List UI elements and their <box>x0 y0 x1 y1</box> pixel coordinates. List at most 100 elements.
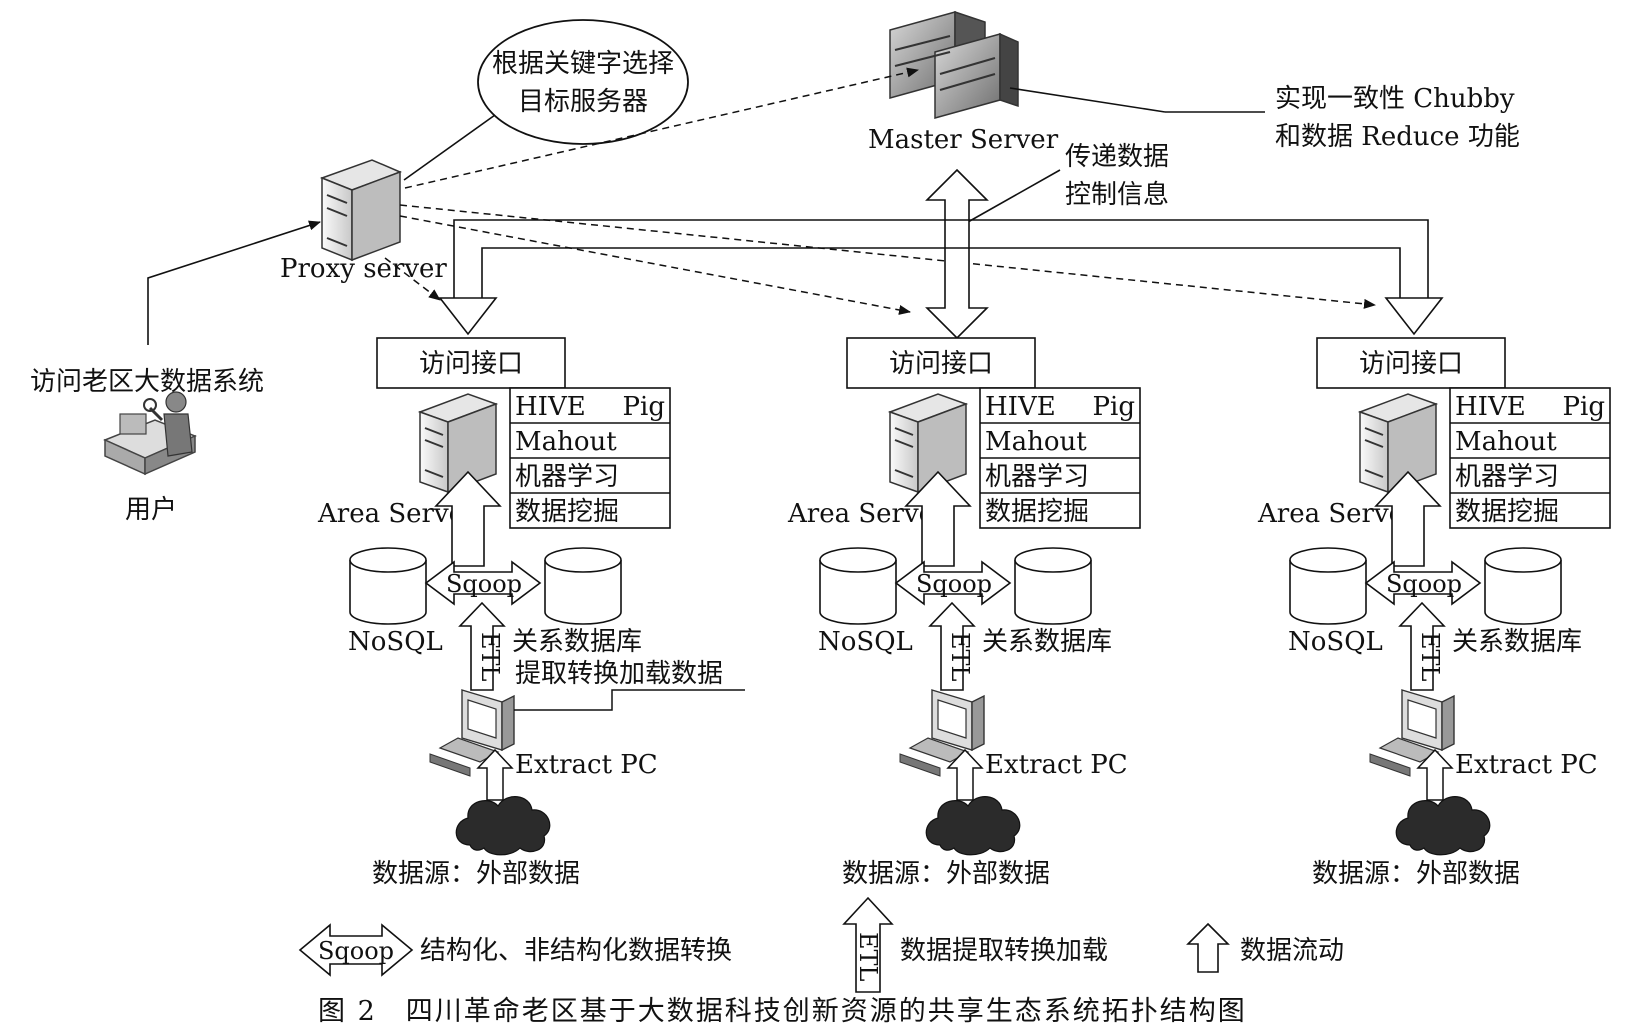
etl-arrow <box>1398 601 1446 691</box>
proxy-to-area3-link <box>399 204 1376 309</box>
master-note-line1: 实现一致性 Chubby <box>1275 84 1515 114</box>
proxy-server-icon <box>319 159 403 262</box>
user-label: 用户 <box>125 495 177 525</box>
proxy-to-area2-link <box>399 215 911 315</box>
area-server-icon <box>887 393 969 494</box>
area-column-1: 访问接口 HIVE Pig Mahout 机器学习 数据挖掘 Area Serv… <box>317 337 745 889</box>
flow-up-arrow <box>434 470 502 567</box>
area-server-icon <box>417 393 499 494</box>
extract-pc-label: Extract PC <box>985 750 1128 780</box>
extract-pc-icon <box>899 689 985 777</box>
tool-mahout: Mahout <box>985 427 1087 457</box>
etl-arrow <box>458 601 506 691</box>
tool-data-mining: 数据挖掘 <box>1455 497 1559 527</box>
nosql-db-icon <box>1289 547 1367 625</box>
figure-caption: 图 2 四川革命老区基于大数据科技创新资源的共享生态系统拓扑结构图 <box>318 996 1247 1027</box>
proxy-note-bubble <box>477 19 689 145</box>
relational-db-icon <box>544 547 622 625</box>
etl-label: ETL <box>1416 632 1444 682</box>
tool-data-mining: 数据挖掘 <box>985 497 1089 527</box>
nosql-db-icon <box>819 547 897 625</box>
tool-data-mining: 数据挖掘 <box>515 497 619 527</box>
etl-arrow <box>928 601 976 691</box>
master-note-line2: 和数据 Reduce 功能 <box>1275 122 1520 152</box>
access-interface-label: 访问接口 <box>419 349 523 379</box>
data-control-bus <box>438 168 1444 340</box>
relational-db-icon <box>1014 547 1092 625</box>
control-callout-line <box>967 169 1061 223</box>
tool-mahout: Mahout <box>515 427 617 457</box>
access-interface-label: 访问接口 <box>1359 349 1463 379</box>
etl-note-connector <box>514 689 745 711</box>
tool-hive: HIVE <box>1455 392 1526 422</box>
source-flow-arrow <box>1416 748 1454 801</box>
tool-machine-learning: 机器学习 <box>515 462 619 492</box>
nosql-label: NoSQL <box>1288 627 1383 657</box>
sqoop-transform-arrow <box>894 560 1012 606</box>
data-source-cloud-icon <box>925 796 1021 856</box>
legend-sqoop-desc: 结构化、非结构化数据转换 <box>420 936 732 966</box>
extract-pc-label: Extract PC <box>1455 750 1598 780</box>
data-source-cloud-icon <box>1395 796 1491 856</box>
tool-machine-learning: 机器学习 <box>1455 462 1559 492</box>
tool-pig: Pig <box>1093 392 1135 422</box>
legend: Sqoop 结构化、非结构化数据转换 ETL 数据提取转换加载 数据流动 <box>298 896 1344 993</box>
user-icon <box>103 391 197 476</box>
legend-flow-symbol <box>1186 922 1230 973</box>
access-interface-box[interactable] <box>846 337 1036 389</box>
etl-label: ETL <box>946 632 974 682</box>
tool-hive: HIVE <box>985 392 1056 422</box>
flow-up-arrow <box>904 470 972 567</box>
extract-pc-icon <box>1369 689 1455 777</box>
legend-flow-desc: 数据流动 <box>1240 936 1344 966</box>
master-callout-line <box>1009 87 1166 113</box>
control-note-line2: 控制信息 <box>1065 180 1169 210</box>
control-note-line1: 传递数据 <box>1065 142 1169 172</box>
data-source-label: 数据源：外部数据 <box>1312 859 1520 889</box>
legend-sqoop-symbol <box>298 923 414 977</box>
proxy-to-master-link <box>404 67 919 189</box>
tool-pig: Pig <box>1563 392 1605 422</box>
relational-db-label: 关系数据库 <box>512 627 642 657</box>
legend-sqoop-text: Sqoop <box>318 937 394 965</box>
user-to-proxy-link <box>147 220 321 345</box>
tool-machine-learning: 机器学习 <box>985 462 1089 492</box>
tool-mahout: Mahout <box>1455 427 1557 457</box>
master-server-label: Master Server <box>868 125 1059 155</box>
proxy-callout-line <box>403 114 496 181</box>
legend-etl-symbol <box>842 896 894 993</box>
relational-db-label: 关系数据库 <box>982 627 1112 657</box>
data-source-label: 数据源：外部数据 <box>842 859 1050 889</box>
area-column-2: 访问接口 HIVE Pig Mahout 机器学习 数据挖掘 Area Serv… <box>787 337 1141 889</box>
relational-db-label: 关系数据库 <box>1452 627 1582 657</box>
legend-etl-text: ETL <box>854 932 882 982</box>
proxy-note-line2: 目标服务器 <box>518 87 648 117</box>
extract-pc-icon <box>429 689 515 777</box>
area-server-icon <box>1357 393 1439 494</box>
nosql-label: NoSQL <box>818 627 913 657</box>
access-interface-box[interactable] <box>1316 337 1506 389</box>
relational-db-icon <box>1484 547 1562 625</box>
access-interface-label: 访问接口 <box>889 349 993 379</box>
etl-note: 提取转换加载数据 <box>515 659 723 689</box>
tool-hive: HIVE <box>515 392 586 422</box>
legend-etl-desc: 数据提取转换加载 <box>900 936 1108 966</box>
sqoop-label: Sqoop <box>446 570 522 598</box>
proxy-note-line1: 根据关键字选择 <box>492 49 674 79</box>
source-flow-arrow <box>476 748 514 801</box>
extract-pc-label: Extract PC <box>515 750 658 780</box>
nosql-db-icon <box>349 547 427 625</box>
area-column-3: 访问接口 HIVE Pig Mahout 机器学习 数据挖掘 Area Serv… <box>1257 337 1611 889</box>
data-source-label: 数据源：外部数据 <box>372 859 580 889</box>
proxy-server-label: Proxy server <box>280 254 447 284</box>
access-interface-box[interactable] <box>376 337 566 389</box>
etl-label: ETL <box>476 632 504 682</box>
nosql-label: NoSQL <box>348 627 443 657</box>
sqoop-label: Sqoop <box>1386 570 1462 598</box>
tool-pig: Pig <box>623 392 665 422</box>
flow-up-arrow <box>1374 470 1442 567</box>
sqoop-label: Sqoop <box>916 570 992 598</box>
data-source-cloud-icon <box>455 796 551 856</box>
source-flow-arrow <box>946 748 984 801</box>
